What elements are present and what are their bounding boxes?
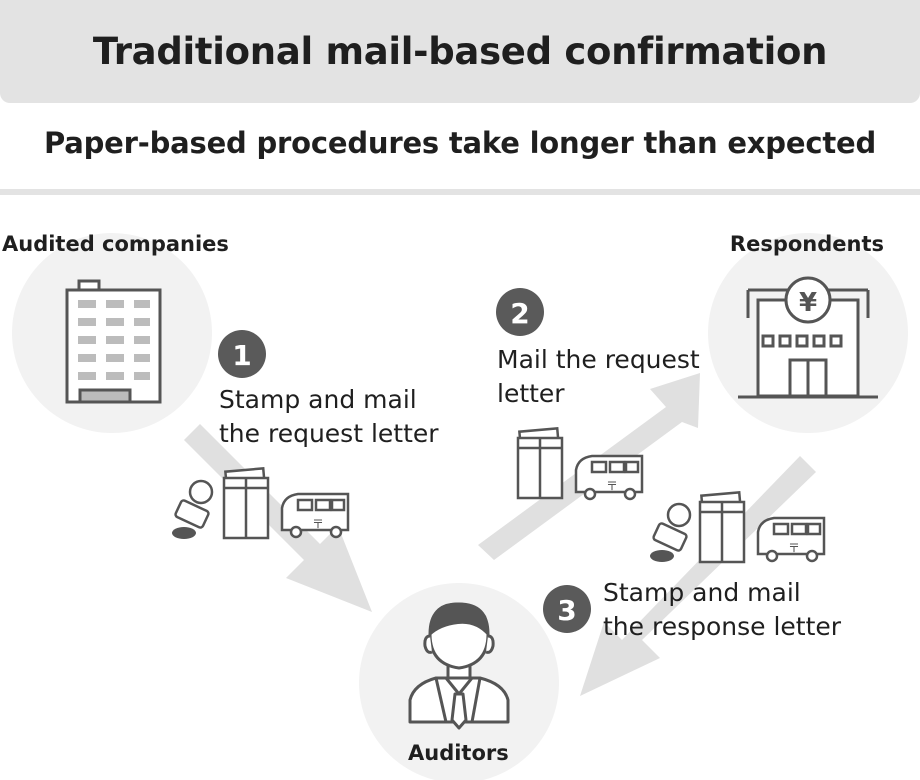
envelope-icon [222, 467, 270, 540]
title-bar: Traditional mail-based confirmation [0, 0, 920, 103]
audited-companies-label: Audited companies [2, 232, 229, 256]
envelope-icon-2 [516, 427, 564, 500]
step-3-line-2: the response letter [603, 612, 842, 641]
step-2-line-2: letter [497, 379, 565, 408]
step-2-number: 2 [510, 297, 529, 330]
step-2-line-1: Mail the request [497, 345, 700, 374]
step-2-badge: 2 [496, 288, 544, 336]
page-subtitle: Paper-based procedures take longer than … [43, 126, 877, 160]
bank-icon: ¥ [738, 276, 878, 399]
yen-symbol: ¥ [799, 288, 817, 318]
respondents-label: Respondents [729, 232, 884, 256]
step-3-line-1: Stamp and mail [603, 578, 801, 607]
step-3-text: Stamp and mail the response letter [603, 576, 841, 644]
auditors-label: Auditors [408, 741, 509, 765]
auditor-person-icon [408, 602, 510, 730]
postal-mark-1: 〒 [312, 517, 324, 531]
step-1-number: 1 [232, 339, 251, 372]
stamp-icon-3 [650, 502, 692, 562]
office-building-icon [65, 279, 162, 404]
step-3-badge: 3 [543, 585, 591, 633]
step-3-number: 3 [557, 594, 576, 627]
postal-mark-2: 〒 [606, 479, 618, 493]
divider [0, 189, 920, 195]
page-title: Traditional mail-based confirmation [92, 30, 828, 73]
step-1-badge: 1 [218, 330, 266, 378]
step-1-text: Stamp and mail the request letter [219, 383, 439, 451]
stamp-icon [172, 479, 214, 539]
postal-mark-3: 〒 [788, 541, 800, 555]
mail-truck-icon-3: 〒 [756, 516, 826, 563]
step-2-text: Mail the request letter [497, 343, 700, 411]
mail-truck-icon-2: 〒 [574, 454, 644, 501]
mail-truck-icon: 〒 [280, 492, 350, 539]
envelope-icon-3 [698, 491, 746, 564]
step-1-line-1: Stamp and mail [219, 385, 417, 414]
arrow-step-3 [580, 456, 816, 696]
step-1-line-2: the request letter [219, 419, 439, 448]
